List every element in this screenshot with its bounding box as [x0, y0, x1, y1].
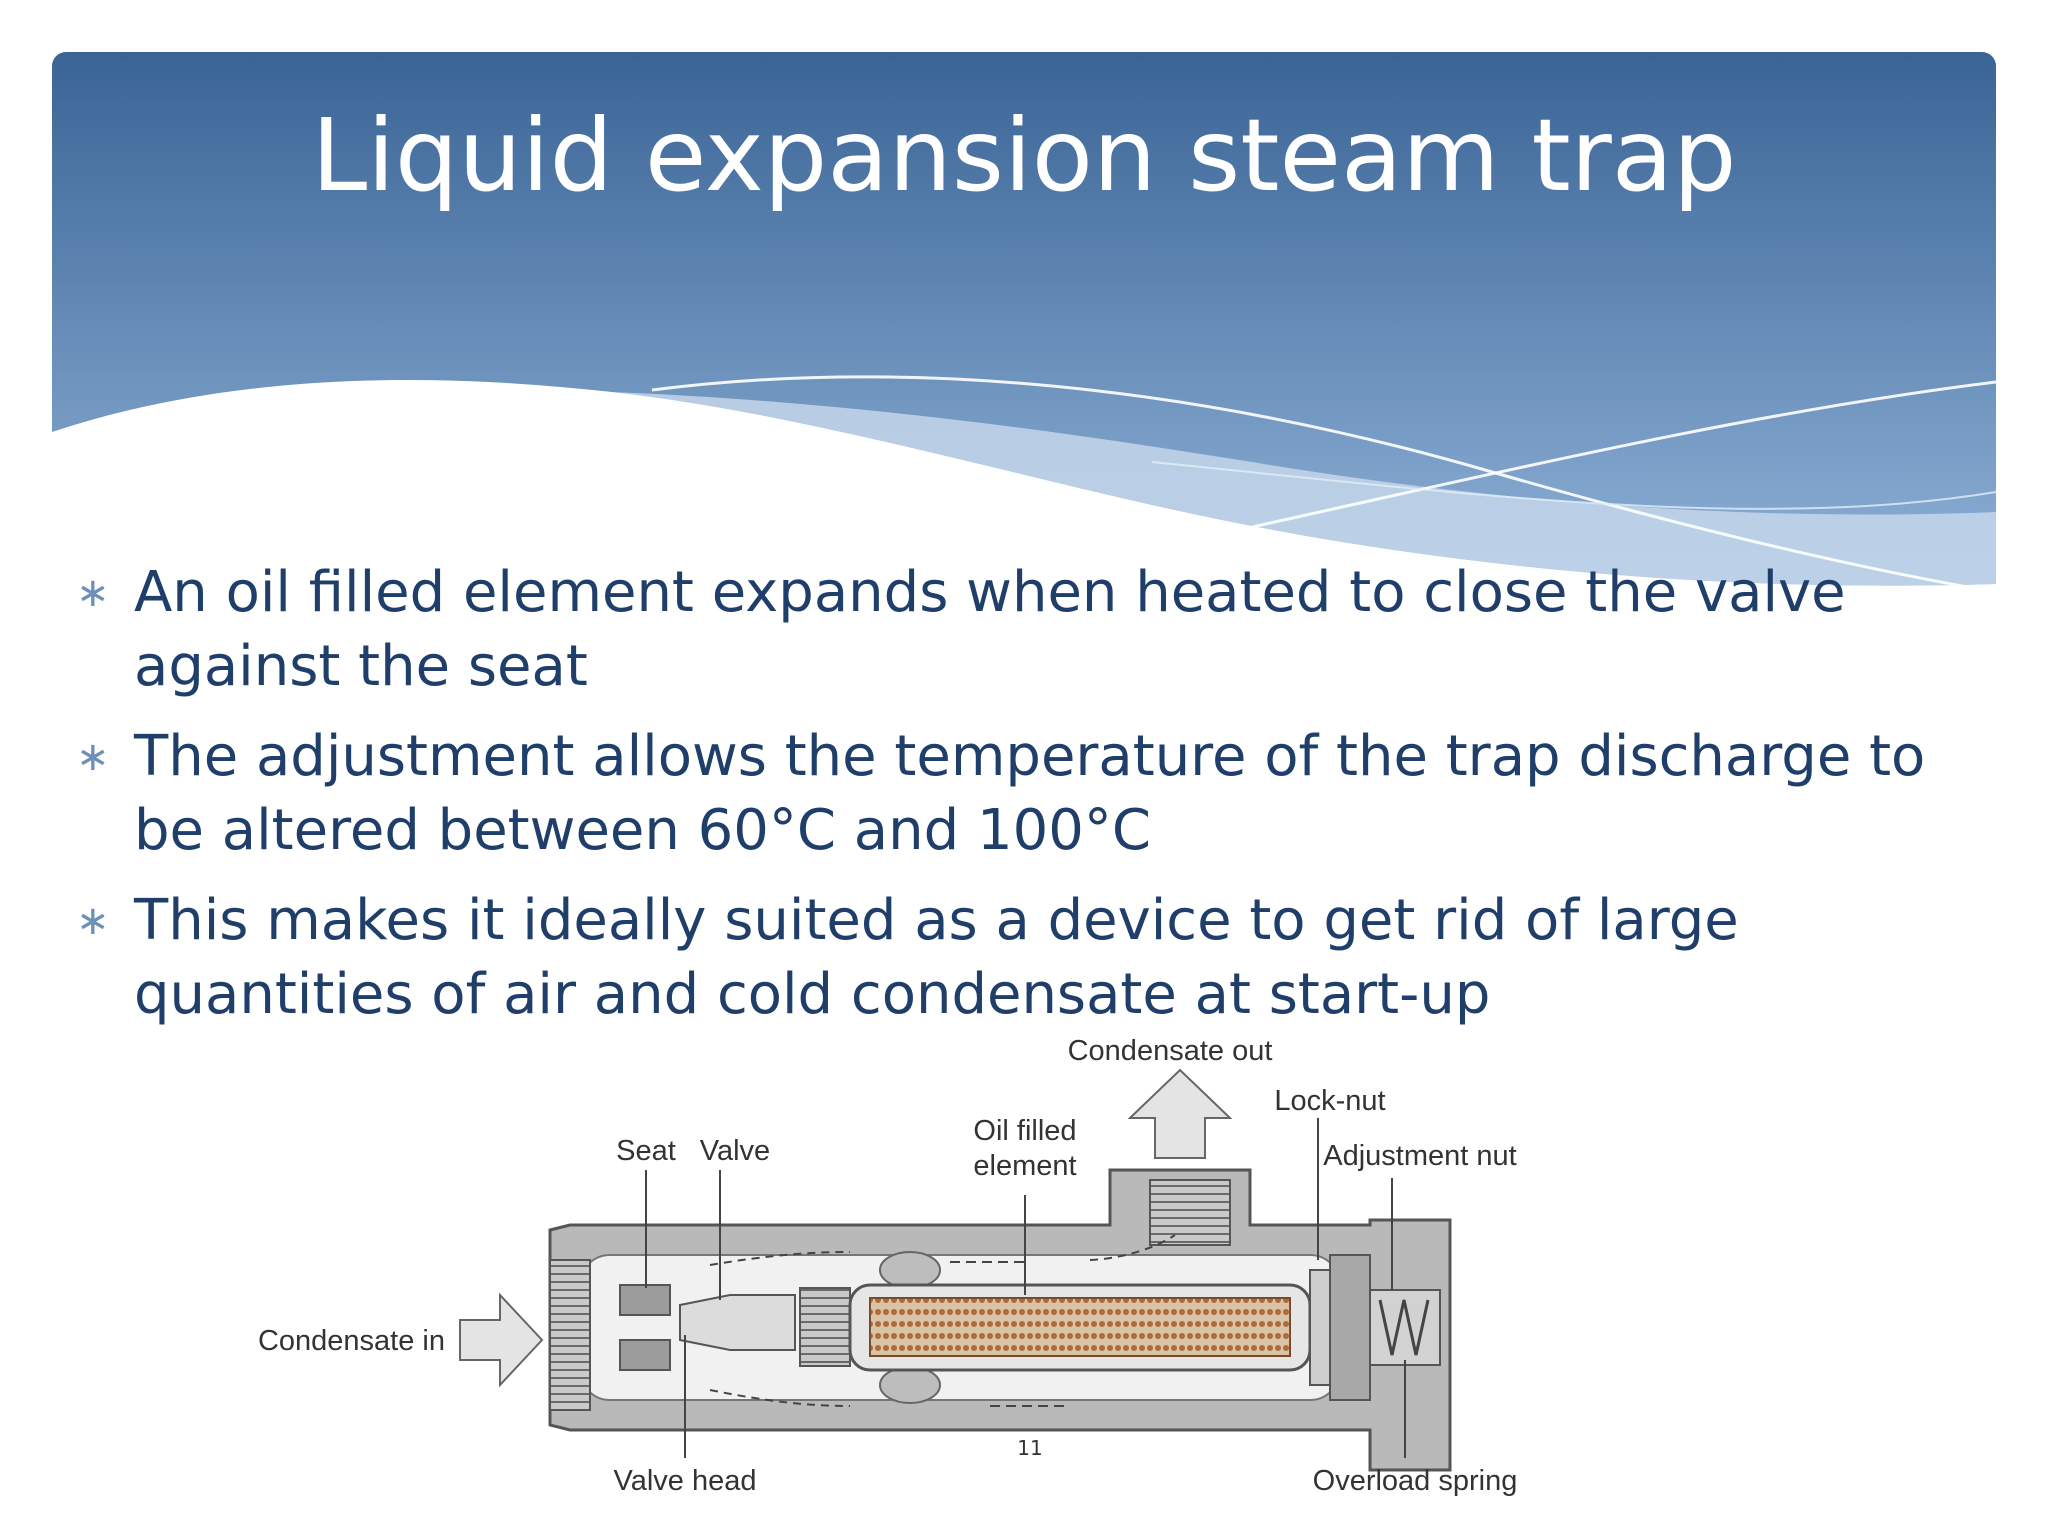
bullet-list: ∗ An oil filled element expands when hea… — [76, 556, 1996, 1048]
bullet-marker-icon: ∗ — [76, 898, 110, 944]
label-seat: Seat — [616, 1135, 676, 1167]
flow-arrows — [709, 1234, 1176, 1407]
bullet-text: The adjustment allows the temperature of… — [134, 724, 1926, 863]
label-valve: Valve — [700, 1135, 770, 1167]
header-wave-graphic — [52, 52, 1996, 612]
leader-lines — [645, 1118, 1406, 1458]
bullet-item: ∗ An oil filled element expands when hea… — [76, 556, 1996, 704]
bullet-marker-icon: ∗ — [76, 734, 110, 780]
label-overload-spring: Overload spring — [1313, 1465, 1518, 1497]
label-oil-filled-line2: element — [973, 1150, 1076, 1182]
label-adjustment-nut: Adjustment nut — [1323, 1140, 1516, 1172]
adjustment-assembly — [1309, 1254, 1441, 1401]
bullet-item: ∗ This makes it ideally suited as a devi… — [76, 884, 1996, 1032]
steam-trap-diagram: Condensate out Lock-nut Oil filled eleme… — [258, 1035, 1518, 1497]
bullet-text: An oil filled element expands when heate… — [134, 560, 1846, 699]
label-lock-nut: Lock-nut — [1274, 1085, 1385, 1117]
slide-number: 11 — [1017, 1436, 1043, 1460]
label-oil-filled-line1: Oil filled — [973, 1115, 1076, 1147]
bullet-marker-icon: ∗ — [76, 570, 110, 616]
header-band — [52, 52, 1996, 612]
spring-icon — [1378, 1299, 1430, 1356]
slide-title: Liquid expansion steam trap — [311, 97, 1737, 214]
condensate-in-arrow — [459, 1292, 544, 1388]
bullet-text: This makes it ideally suited as a device… — [134, 888, 1739, 1027]
condensate-out-arrow — [1127, 1068, 1233, 1159]
oil-filled-element — [848, 1251, 1312, 1404]
label-condensate-out: Condensate out — [1068, 1035, 1273, 1067]
label-valve-head: Valve head — [614, 1465, 757, 1497]
label-condensate-in: Condensate in — [258, 1325, 445, 1357]
bullet-item: ∗ The adjustment allows the temperature … — [76, 720, 1996, 868]
valve-head — [679, 1287, 851, 1367]
seat — [619, 1284, 671, 1371]
